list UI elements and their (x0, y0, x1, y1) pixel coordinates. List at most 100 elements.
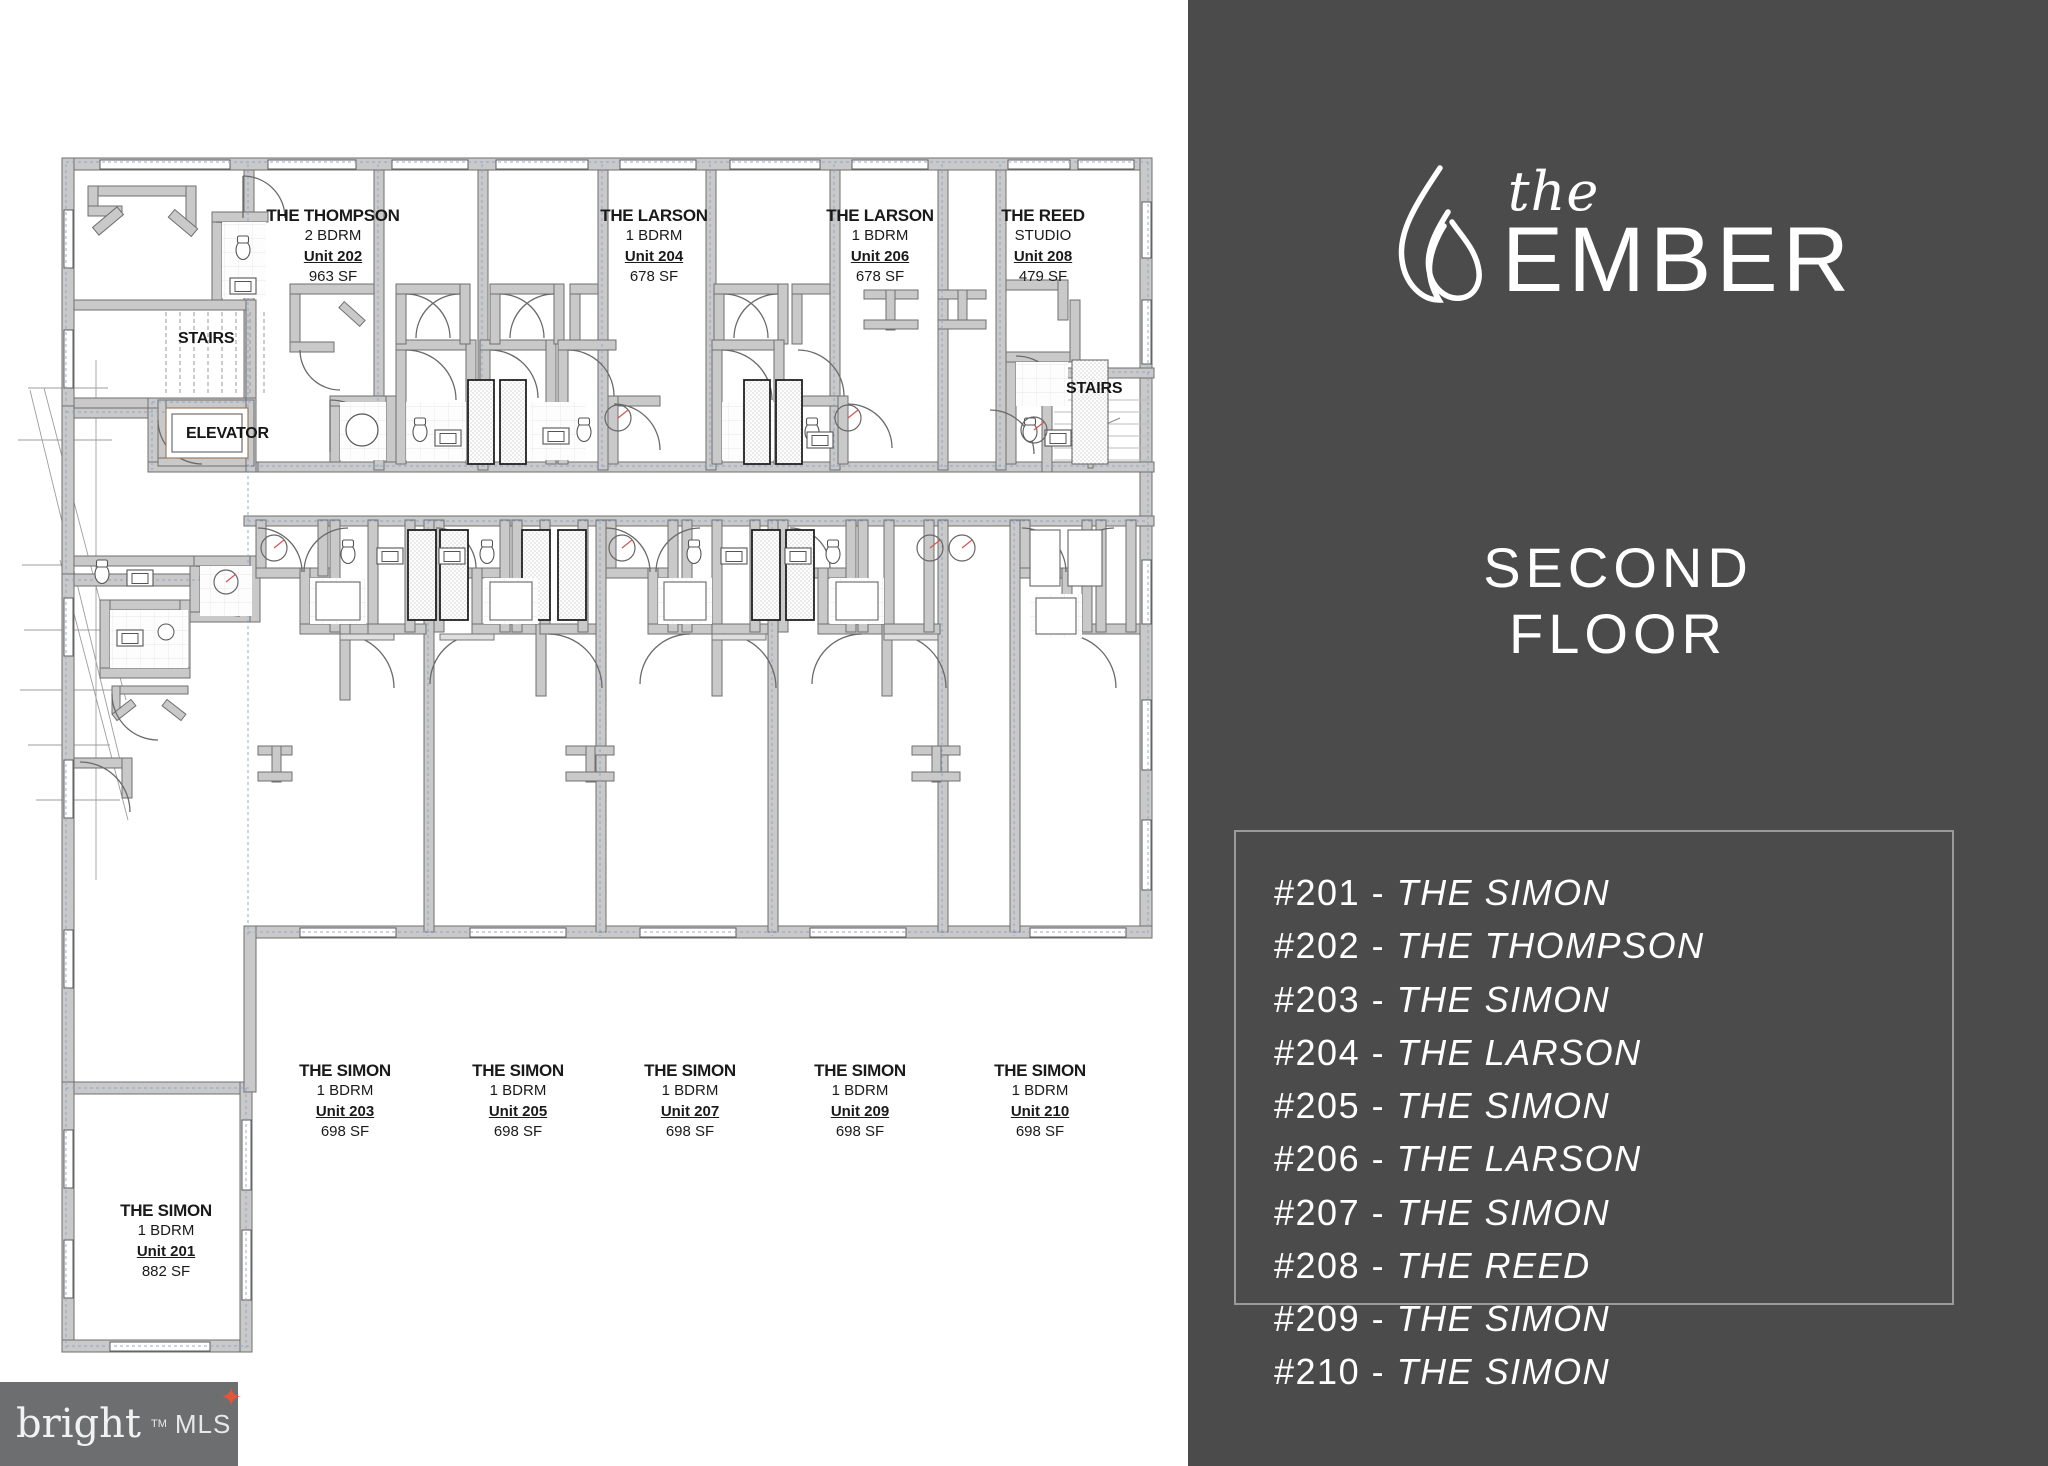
floor-plan-drawing: STAIRS ELEVATOR STAIRS THE THOMPSON 2 BD… (18, 157, 1155, 1353)
unit-name: THE SIMON (644, 1061, 736, 1080)
unit-number: Unit 201 (136, 1242, 196, 1260)
unit-number: Unit 206 (850, 247, 910, 265)
floor-title: SECOND FLOOR (1188, 535, 2048, 667)
legend-unit-number: #203 - (1274, 978, 1397, 1020)
brand-the: the (1507, 159, 1600, 223)
plumbing-fixtures (94, 222, 1109, 668)
unit-bdrm: 1 BDRM (661, 1082, 719, 1100)
unit-name: THE SIMON (472, 1061, 564, 1080)
unit-number: Unit 205 (488, 1102, 548, 1120)
legend-item: #206 - THE LARSON (1274, 1132, 1952, 1185)
legend-unit-name: THE SIMON (1396, 978, 1611, 1020)
floor-title-line2: FLOOR (1509, 602, 1727, 666)
mls-bright-text: bright (16, 1401, 141, 1447)
unit-label-203: THE SIMON 1 BDRM Unit 203 698 SF (255, 1060, 435, 1142)
unit-name: THE LARSON (600, 206, 708, 225)
floor-title-line1: SECOND (1483, 536, 1753, 599)
legend-item: #210 - THE SIMON (1274, 1345, 1952, 1398)
room-label-elevator: ELEVATOR (186, 425, 269, 442)
grid-lines (65, 161, 1150, 1348)
elevator-cab (165, 407, 249, 459)
mls-tm-mark: TM (150, 1418, 167, 1430)
unit-label-210: THE SIMON 1 BDRM Unit 210 698 SF (950, 1060, 1130, 1142)
unit-sf: 698 SF (665, 1122, 715, 1140)
legend-item: #202 - THE THOMPSON (1274, 919, 1952, 972)
legend-unit-name: THE THOMPSON (1396, 925, 1705, 967)
unit-number: Unit 202 (303, 247, 363, 265)
brand-logo: the EMBER (1188, 150, 2048, 320)
unit-label-201: THE SIMON 1 BDRM Unit 201 882 SF (76, 1200, 256, 1282)
legend-unit-name: THE SIMON (1396, 872, 1611, 913)
unit-number: Unit 207 (660, 1102, 720, 1120)
room-label-stairs-east: STAIRS (1066, 380, 1123, 397)
legend-item: #201 - THE SIMON (1274, 866, 1952, 919)
unit-bdrm: 2 BDRM (304, 227, 362, 245)
unit-name: THE LARSON (826, 206, 934, 225)
unit-sf: 479 SF (1018, 267, 1068, 285)
mls-spark-icon: ✦ (220, 1382, 242, 1412)
legend-unit-number: #206 - (1274, 1138, 1397, 1180)
legend-unit-number: #207 - (1274, 1191, 1397, 1233)
unit-name: THE REED (1001, 206, 1085, 225)
room-label-stairs-west: STAIRS (178, 330, 235, 347)
legend-unit-number: #209 - (1274, 1298, 1397, 1340)
legend-unit-name: THE REED (1396, 1244, 1591, 1286)
unit-sf: 698 SF (1015, 1122, 1065, 1140)
legend-unit-name: THE SIMON (1396, 1191, 1611, 1233)
unit-bdrm: 1 BDRM (489, 1082, 547, 1100)
unit-label-204: THE LARSON 1 BDRM Unit 204 678 SF (564, 205, 744, 287)
bright-mls-watermark: bright ✦ TM MLS (0, 1382, 242, 1466)
unit-label-208: THE REED STUDIO Unit 208 479 SF (953, 205, 1133, 287)
legend-item: #207 - THE SIMON (1274, 1186, 1952, 1239)
unit-bdrm: 1 BDRM (316, 1082, 374, 1100)
unit-number: Unit 204 (624, 247, 684, 265)
unit-number: Unit 209 (830, 1102, 890, 1120)
unit-sf: 698 SF (835, 1122, 885, 1140)
unit-legend-box: #201 - THE SIMON #202 - THE THOMPSON #20… (1234, 830, 1954, 1392)
unit-label-206: THE LARSON 1 BDRM Unit 206 678 SF (790, 205, 970, 287)
legend-item: #203 - THE SIMON (1274, 973, 1952, 1026)
unit-bdrm: 1 BDRM (1011, 1082, 1069, 1100)
unit-bdrm: 1 BDRM (831, 1082, 889, 1100)
unit-bdrm: 1 BDRM (625, 227, 683, 245)
unit-number: Unit 203 (315, 1102, 375, 1120)
unit-name: THE SIMON (994, 1061, 1086, 1080)
legend-unit-number: #202 - (1274, 925, 1397, 967)
legend-item: #204 - THE LARSON (1274, 1026, 1952, 1079)
unit-sf: 698 SF (320, 1122, 370, 1140)
legend-unit-number: #208 - (1274, 1244, 1397, 1286)
unit-name: THE THOMPSON (266, 206, 400, 225)
unit-number: Unit 208 (1013, 247, 1073, 265)
flame-icon (1398, 165, 1482, 303)
unit-label-207: THE SIMON 1 BDRM Unit 207 698 SF (600, 1060, 780, 1142)
unit-sf: 698 SF (493, 1122, 543, 1140)
legend-item: #209 - THE SIMON (1274, 1292, 1952, 1345)
unit-label-209: THE SIMON 1 BDRM Unit 209 698 SF (770, 1060, 950, 1142)
unit-name: THE SIMON (120, 1201, 212, 1220)
legend-unit-name: THE SIMON (1396, 1298, 1611, 1340)
legend-unit-number: #210 - (1274, 1351, 1397, 1393)
legend-unit-name: THE LARSON (1396, 1138, 1642, 1180)
stairs-west (165, 312, 265, 396)
unit-sf: 963 SF (308, 267, 358, 285)
legend-unit-number: #204 - (1274, 1031, 1397, 1073)
mls-label: MLS (174, 1408, 232, 1439)
unit-number: Unit 210 (1010, 1102, 1070, 1120)
sidebar-panel: the EMBER SECOND FLOOR #201 - THE SIMON … (1188, 0, 2048, 1466)
unit-sf: 678 SF (629, 267, 679, 285)
unit-name: THE SIMON (814, 1061, 906, 1080)
unit-sf: 882 SF (141, 1262, 191, 1280)
legend-item: #208 - THE REED (1274, 1239, 1952, 1292)
legend-unit-number: #205 - (1274, 1085, 1397, 1127)
legend-item: #205 - THE SIMON (1274, 1079, 1952, 1132)
legend-unit-name: THE LARSON (1396, 1031, 1642, 1073)
brand-wordmark: the EMBER (1502, 159, 1854, 306)
legend-unit-name: THE SIMON (1396, 1351, 1611, 1393)
unit-bdrm: 1 BDRM (851, 227, 909, 245)
legend-unit-name: THE SIMON (1396, 1085, 1611, 1127)
unit-label-202: THE THOMPSON 2 BDRM Unit 202 963 SF (243, 205, 423, 287)
unit-label-205: THE SIMON 1 BDRM Unit 205 698 SF (428, 1060, 608, 1142)
unit-bdrm: STUDIO (1014, 227, 1072, 245)
unit-bdrm: 1 BDRM (137, 1222, 195, 1240)
